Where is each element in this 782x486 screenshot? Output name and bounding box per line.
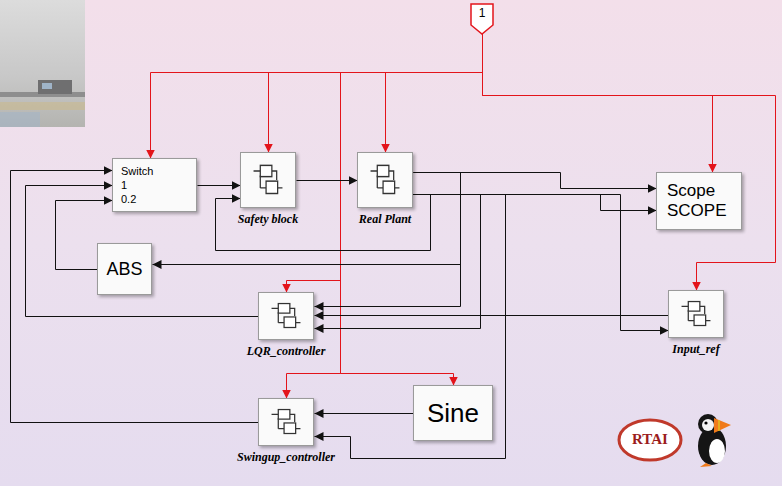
clock-block: 1	[470, 3, 494, 35]
block-label: Swingup_controller	[237, 450, 335, 464]
signal-link	[315, 195, 506, 459]
super-block-icon	[358, 153, 412, 207]
photo-illustration	[0, 0, 85, 127]
block-text: Switch	[121, 164, 153, 178]
logo-text: RTAI	[619, 431, 681, 448]
puffin-logo	[698, 414, 731, 467]
event-link	[151, 35, 483, 159]
cart	[38, 80, 72, 94]
super-block-icon	[669, 291, 723, 337]
super-block-box	[258, 398, 314, 446]
super-block-icon	[259, 399, 313, 445]
block-text: ABS	[106, 258, 142, 280]
event-link	[386, 35, 483, 153]
signal-link	[297, 180, 358, 181]
super-block-icon	[241, 153, 295, 207]
block-text: SCOPE	[667, 201, 727, 221]
signal-link	[315, 315, 669, 316]
event-link	[287, 35, 483, 399]
super-block-box	[240, 152, 296, 208]
event-link	[483, 35, 776, 291]
super-block-box	[258, 292, 314, 340]
clock-number: 1	[470, 6, 494, 20]
block-label: Real Plant	[359, 212, 411, 226]
super-block-icon	[259, 293, 313, 339]
puffin-beak-stripe	[718, 420, 720, 431]
block-label: LQR_controller	[247, 344, 326, 358]
event-link	[287, 35, 483, 293]
block-text: Scope	[667, 181, 715, 201]
event-link	[269, 35, 483, 153]
abs-block: ABS	[97, 243, 152, 295]
super-block: Swingup_controller	[258, 398, 314, 464]
signal-link	[315, 195, 481, 329]
signal-link	[414, 173, 657, 189]
super-block: Real Plant	[357, 152, 413, 226]
photo-band	[0, 112, 40, 127]
switch-block: Switch10.2	[112, 158, 197, 212]
block-text: 1	[121, 178, 127, 192]
puffin-belly	[709, 439, 725, 463]
event-link	[341, 35, 483, 386]
rtai-logo	[619, 420, 681, 460]
block-text: 0.2	[121, 192, 136, 206]
super-block: Safety block	[240, 152, 296, 226]
puffin-face	[702, 419, 714, 431]
photo-ground	[0, 0, 85, 127]
signal-link	[153, 173, 461, 265]
cart-detail	[42, 83, 52, 89]
puffin-foot	[700, 463, 712, 467]
event-link	[483, 35, 713, 173]
sine-block: Sine	[413, 385, 493, 441]
photo-band	[0, 102, 85, 110]
super-block: LQR_controller	[258, 292, 314, 358]
super-block-box	[357, 152, 413, 208]
scope-block: ScopeSCOPE	[656, 172, 742, 230]
super-block: Input_ref	[668, 290, 724, 356]
block-label: Safety block	[238, 212, 298, 226]
super-block-box	[668, 290, 724, 338]
block-label: Input_ref	[672, 342, 719, 356]
signal-link	[315, 413, 414, 414]
signal-link	[414, 195, 669, 331]
signal-link	[198, 185, 241, 186]
puffin-eye	[704, 421, 707, 424]
block-text: Sine	[427, 398, 479, 428]
logo-ring	[619, 420, 681, 460]
signal-link	[315, 173, 461, 307]
puffin-beak	[714, 418, 731, 433]
